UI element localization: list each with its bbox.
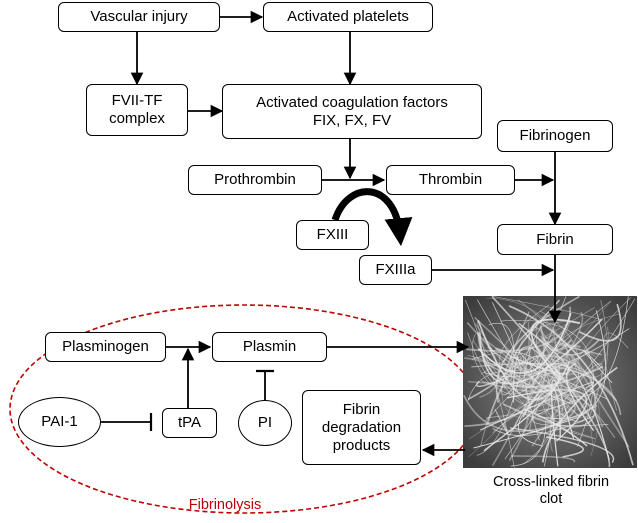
node-pai-1: PAI-1 — [18, 397, 101, 447]
node-fibrin-degradation-products: Fibrin degradation products — [302, 390, 421, 465]
node-fibrin: Fibrin — [497, 224, 613, 255]
node-plasminogen: Plasminogen — [45, 332, 166, 362]
node-activated-coagulation-factors: Activated coagulation factors FIX, FX, F… — [222, 84, 482, 139]
node-thrombin: Thrombin — [386, 165, 515, 195]
node-activated-platelets: Activated platelets — [263, 2, 433, 32]
fibrinolysis-label: Fibrinolysis — [188, 497, 262, 513]
node-pi: PI — [238, 400, 292, 446]
fibrin-clot-image — [463, 296, 637, 468]
node-fibrinogen: Fibrinogen — [497, 120, 613, 152]
node-fxiii: FXIII — [296, 220, 369, 250]
clot-caption: Cross-linked fibrin clot — [492, 474, 610, 507]
curved-arrow-fxiii-to-fxiiia — [331, 188, 413, 247]
node-plasmin: Plasmin — [212, 332, 327, 362]
node-prothrombin: Prothrombin — [188, 165, 322, 195]
node-fxiiia: FXIIIa — [359, 255, 432, 285]
node-vascular-injury: Vascular injury — [58, 2, 220, 32]
node-tpa: tPA — [162, 408, 217, 438]
node-fvii-tf-complex: FVII-TF complex — [86, 84, 188, 136]
